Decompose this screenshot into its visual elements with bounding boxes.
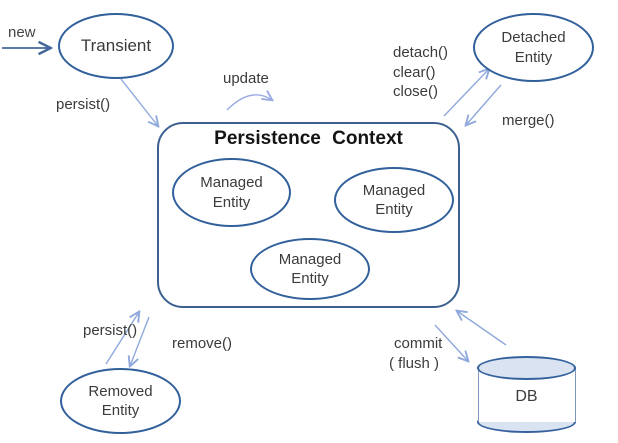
arrow-persist-top bbox=[120, 78, 158, 126]
label-close: close() bbox=[393, 83, 439, 100]
arrow-detach bbox=[443, 69, 489, 117]
node-transient: Transient bbox=[58, 13, 174, 79]
label-merge: merge() bbox=[502, 112, 555, 129]
node-label-line2: Entity bbox=[212, 193, 251, 211]
node-label-line1: Detached bbox=[501, 29, 566, 47]
arrow-commit-up bbox=[457, 311, 507, 346]
node-label: Transient bbox=[80, 36, 152, 56]
label-persist-bottom: persist() bbox=[83, 322, 138, 339]
node-label-line1: Managed bbox=[278, 250, 342, 268]
node-label-line1: Removed bbox=[88, 382, 153, 400]
arrow-update bbox=[226, 95, 272, 111]
arrow-merge bbox=[466, 84, 502, 125]
node-managed-entity-1: Managed Entity bbox=[172, 158, 291, 227]
node-label-line2: Entity bbox=[291, 270, 329, 287]
label-commit: commit bbox=[394, 335, 443, 352]
label-detach-group: detach() clear() close() bbox=[393, 43, 448, 102]
node-label-line2: Entity bbox=[375, 201, 413, 218]
node-removed-entity: Removed Entity bbox=[60, 368, 181, 434]
label-remove: remove() bbox=[172, 335, 233, 352]
label-flush: ( flush ) bbox=[389, 355, 440, 372]
node-db-cylinder: DB bbox=[477, 356, 576, 433]
persistence-context-title: Persistence Context bbox=[214, 128, 403, 149]
db-label: DB bbox=[515, 388, 538, 405]
label-clear: clear() bbox=[393, 63, 436, 81]
node-label-line1: Managed bbox=[200, 174, 263, 192]
db-cylinder-top bbox=[477, 356, 576, 380]
label-update: update bbox=[223, 70, 269, 87]
node-managed-entity-2: Managed Entity bbox=[334, 167, 454, 233]
node-detached-entity: Detached Entity bbox=[473, 13, 594, 82]
label-detach: detach() bbox=[393, 44, 449, 61]
node-managed-entity-3: Managed Entity bbox=[250, 238, 370, 300]
node-label-line1: Managed bbox=[362, 181, 426, 199]
node-label-line2: Entity bbox=[514, 48, 553, 66]
label-persist-top: persist() bbox=[56, 96, 111, 113]
label-new: new bbox=[8, 24, 36, 41]
node-label-line2: Entity bbox=[101, 402, 140, 419]
